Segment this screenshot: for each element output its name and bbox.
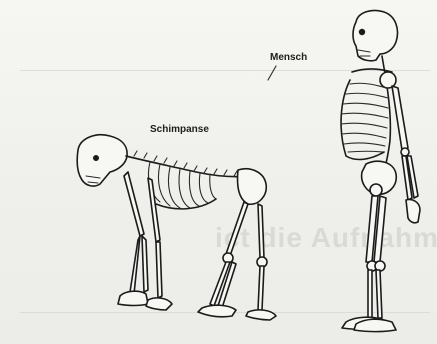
chimp-spine	[126, 156, 250, 177]
human-ribcage	[341, 80, 388, 159]
mensch-pointer	[268, 66, 276, 80]
human-arm	[392, 86, 408, 150]
label-chimpanzee: Schimpanse	[150, 124, 209, 135]
human-skeleton	[341, 10, 420, 331]
chimp-pelvis	[237, 169, 266, 204]
human-skull	[353, 10, 398, 60]
label-human: Mensch	[270, 52, 307, 63]
chimp-leg	[226, 202, 248, 256]
chimp-skull	[77, 135, 127, 186]
chimpanzee-skeleton	[77, 135, 276, 320]
chimp-arm	[124, 172, 144, 236]
